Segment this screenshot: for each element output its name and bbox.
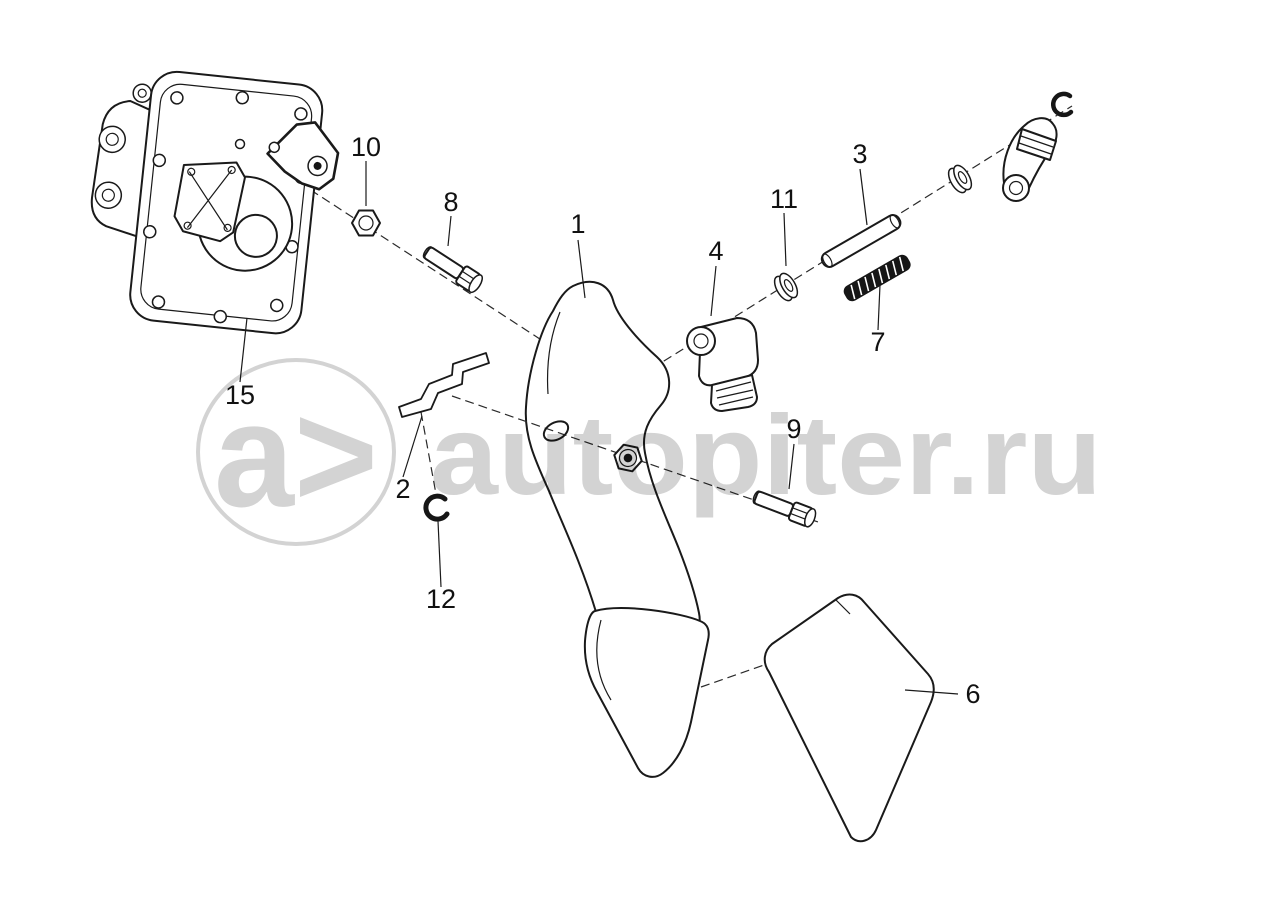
- callout-11: 11: [770, 184, 798, 214]
- callout-7: 7: [870, 327, 885, 357]
- retaining-ring-lower: [423, 493, 450, 522]
- valve-port-upper: [98, 125, 126, 154]
- pedal-arm: [524, 280, 710, 778]
- clevis-left-eye: [686, 326, 716, 356]
- bolt-lower: [752, 490, 817, 528]
- retaining-ring-upper: [1051, 91, 1074, 118]
- callout-9: 9: [786, 414, 801, 444]
- callout-2: 2: [395, 474, 410, 504]
- watermark-logo-ring: [196, 358, 396, 546]
- spring-clip: [398, 352, 490, 418]
- pushrod-end: [233, 213, 278, 258]
- callout-4: 4: [708, 236, 723, 266]
- washer-left: [773, 272, 799, 302]
- arm-hole: [542, 420, 570, 442]
- callout-8: 8: [443, 187, 458, 217]
- clevis-right: [1002, 117, 1058, 202]
- nut: [351, 209, 381, 237]
- pivot-pin: [268, 141, 281, 154]
- valve-port-lower: [94, 181, 123, 209]
- valve-assembly: [90, 70, 340, 335]
- pedal-pad: [763, 593, 935, 843]
- axis-pad: [700, 663, 768, 688]
- pedal-arm-footplate: [583, 607, 710, 778]
- clevis-right-eye: [1002, 174, 1030, 202]
- arm-hex-nut: [613, 443, 643, 473]
- callouts: 1 2 3 4 6 7 8 9 10 11 12 15: [225, 132, 981, 709]
- valve-port-top: [132, 83, 152, 103]
- bolt-upper: [422, 246, 484, 294]
- watermark-site-text: autopiter.ru: [430, 392, 1102, 518]
- callout-6: 6: [965, 679, 980, 709]
- callout-10: 10: [351, 132, 381, 162]
- watermark: a> autopiter.ru: [196, 358, 1102, 546]
- callout-12: 12: [426, 584, 456, 614]
- plate-axis-hole: [234, 138, 246, 150]
- threaded-stud: [843, 254, 911, 302]
- pin: [820, 214, 902, 268]
- leader-lines: [239, 161, 959, 695]
- callout-3: 3: [852, 139, 867, 169]
- washer-right: [947, 164, 973, 194]
- callout-1: 1: [570, 209, 585, 239]
- watermark-logo-text: a>: [214, 373, 378, 538]
- clevis-left: [686, 317, 759, 412]
